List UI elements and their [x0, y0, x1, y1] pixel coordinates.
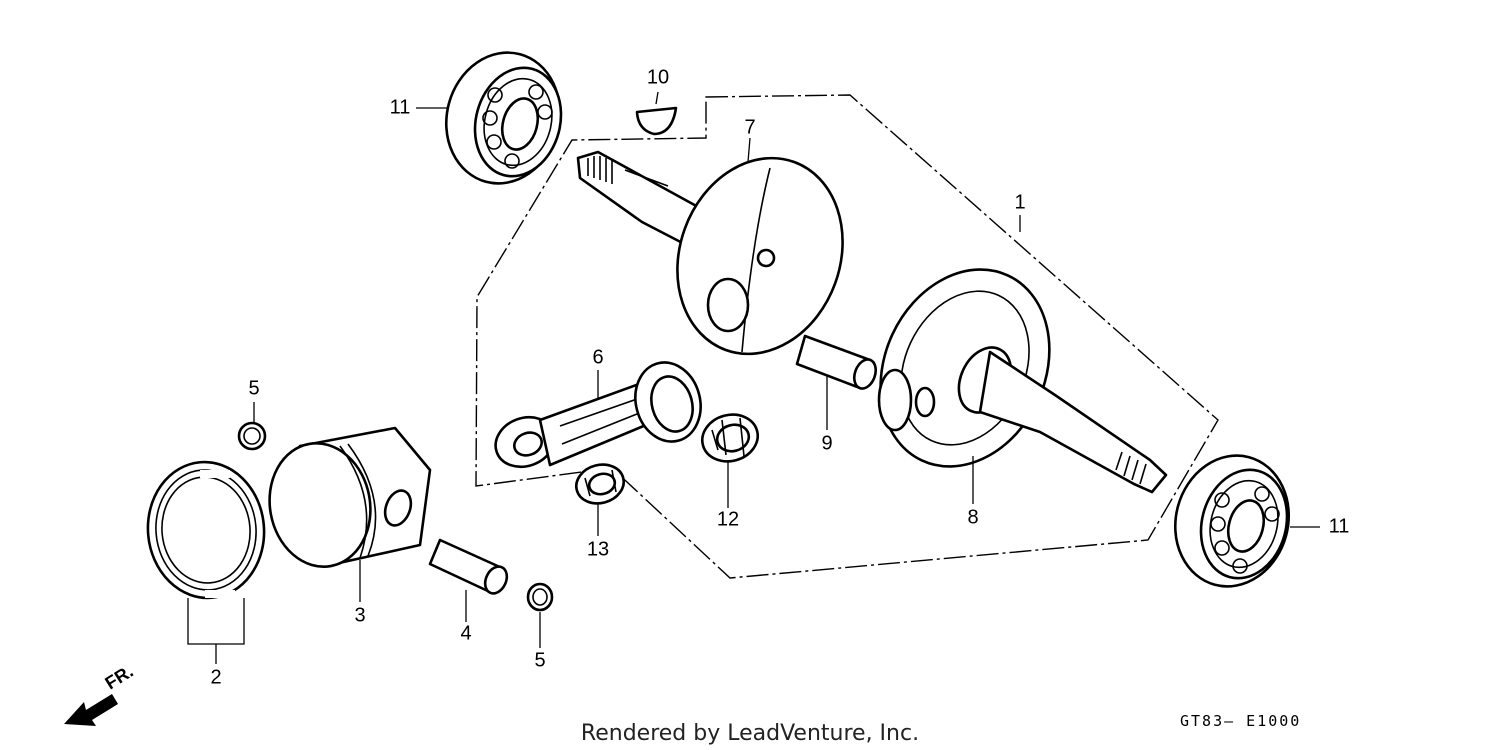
callout-10: 10 — [647, 66, 669, 88]
front-arrow-icon — [64, 694, 118, 726]
connecting-rod[interactable] — [489, 355, 710, 475]
callout-11-bottom: 11 — [1329, 515, 1350, 537]
callout-12: 12 — [717, 508, 739, 530]
callout-1: 1 — [1014, 191, 1025, 213]
crank-pin[interactable] — [795, 334, 880, 392]
callout-5-top: 5 — [248, 377, 259, 399]
ball-bearing-bottom[interactable] — [1161, 443, 1303, 599]
piston-ring-set[interactable] — [142, 457, 269, 603]
callout-9: 9 — [821, 432, 832, 454]
ball-bearing-top[interactable] — [432, 40, 574, 196]
front-direction-indicator: FR. — [64, 661, 137, 726]
piston-pin[interactable] — [428, 538, 511, 597]
woodruff-key[interactable] — [635, 106, 678, 136]
callout-7: 7 — [744, 116, 755, 138]
callout-11-top: 11 — [390, 96, 411, 118]
callout-5-bottom: 5 — [534, 649, 545, 671]
front-label: FR. — [102, 661, 137, 693]
circlip-top[interactable] — [237, 421, 267, 451]
leader-lines — [187, 91, 1320, 664]
needle-bearing-small[interactable] — [572, 459, 628, 508]
callout-2: 2 — [210, 666, 221, 688]
circlip-bottom[interactable] — [526, 582, 554, 612]
render-credit: Rendered by LeadVenture, Inc. — [581, 721, 919, 746]
piston[interactable] — [260, 426, 432, 575]
diagram-code: GT83— E1000 — [1180, 712, 1301, 730]
callout-6: 6 — [592, 346, 603, 368]
callout-8: 8 — [967, 506, 978, 528]
needle-bearing-large[interactable] — [697, 409, 763, 468]
crankshaft-right[interactable] — [849, 242, 1168, 495]
callout-3: 3 — [354, 604, 365, 626]
crankshaft-left[interactable] — [576, 135, 869, 378]
callout-4: 4 — [460, 622, 471, 644]
callout-13: 13 — [587, 538, 609, 560]
